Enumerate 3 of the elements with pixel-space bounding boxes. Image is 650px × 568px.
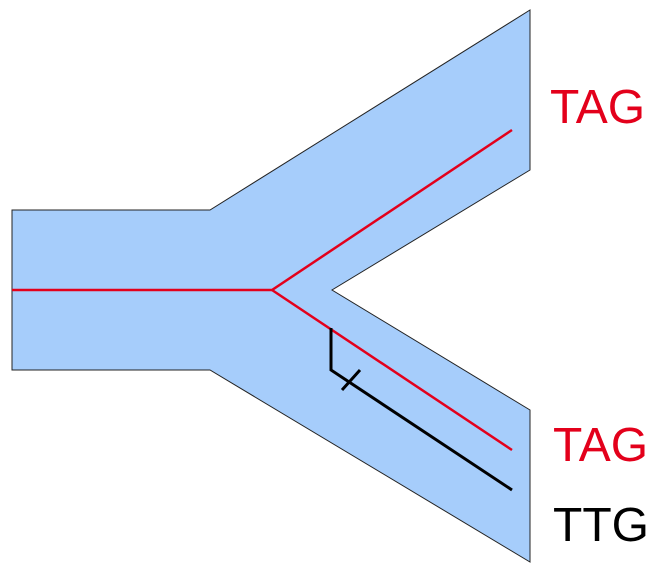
sequence-label: TTG: [553, 502, 649, 550]
sequence-label: TAG: [553, 422, 648, 470]
sequence-label: TAG: [550, 84, 646, 132]
